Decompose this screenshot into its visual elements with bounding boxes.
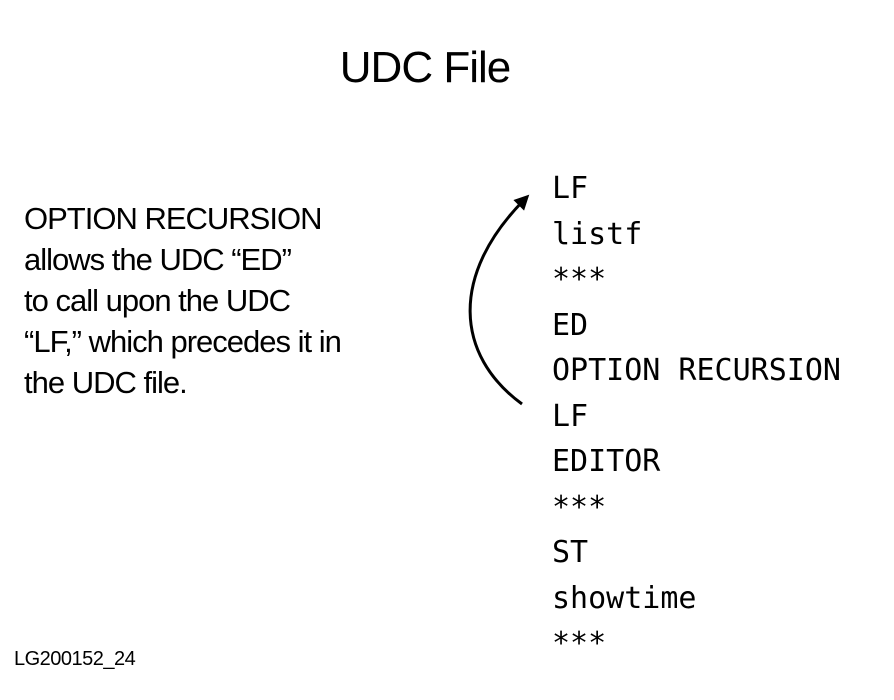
udc-line: LF: [552, 171, 589, 206]
explanation-line: the UDC file.: [24, 365, 188, 400]
explanation-line: “LF,” which precedes it in: [24, 324, 342, 359]
udc-file-listing: LF listf *** ED OPTION RECURSION LF EDIT…: [552, 166, 841, 667]
explanation-line: OPTION RECURSION: [24, 201, 322, 236]
udc-line: OPTION RECURSION: [552, 353, 841, 388]
explanation-line: allows the UDC “ED”: [24, 242, 292, 277]
udc-line: showtime: [552, 580, 697, 616]
udc-line: ***: [552, 489, 607, 525]
explanation-text: OPTION RECURSION allows the UDC “ED” to …: [24, 198, 342, 403]
curved-arrow-icon: [468, 194, 530, 406]
udc-line: ED: [552, 307, 589, 343]
page-title: UDC File: [339, 43, 511, 92]
figure-id: LG200152_24: [14, 648, 136, 670]
udc-line: LF: [552, 398, 589, 434]
udc-line: EDITOR: [552, 444, 661, 479]
explanation-line: to call upon the UDC: [24, 283, 291, 318]
udc-line: ***: [552, 262, 607, 297]
udc-line: ***: [552, 626, 607, 661]
udc-line: ST: [552, 535, 589, 570]
arrow-path: [468, 194, 530, 406]
udc-line: listf: [552, 216, 643, 252]
